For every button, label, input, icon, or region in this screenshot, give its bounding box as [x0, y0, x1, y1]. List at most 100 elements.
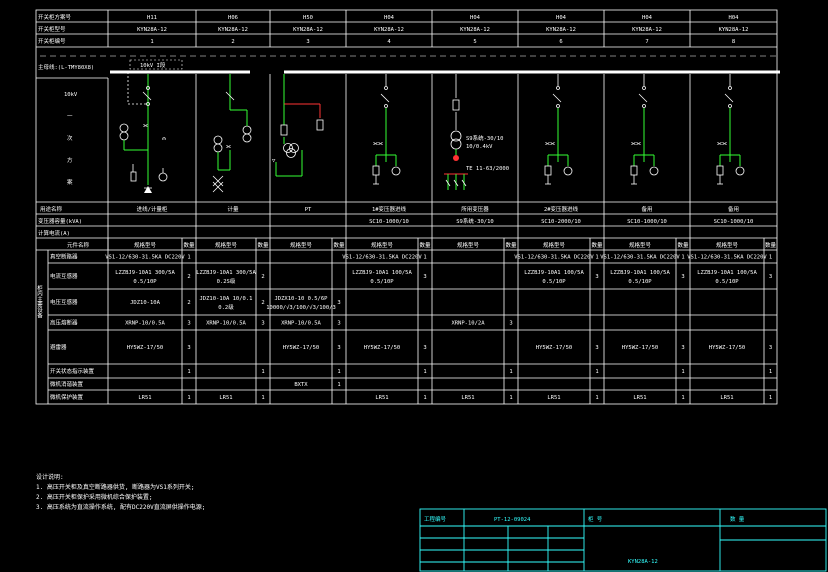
equip-spec-sub: 0.5/10P — [628, 279, 652, 285]
equip-spec-sub: 0.5/10P — [370, 279, 394, 285]
equip-qty: 1 — [769, 255, 772, 261]
equipment-row: 微机消谐装置 BXTX 1 — [50, 380, 341, 388]
equip-header-qty: 数量 — [591, 241, 603, 249]
equip-qty: 1 — [681, 395, 684, 401]
equip-qty: 3 — [187, 321, 190, 327]
equip-header-spec: 规格型号 — [457, 241, 480, 249]
equip-header-qty: 数量 — [419, 241, 431, 249]
equip-qty: 3 — [681, 345, 684, 351]
svg-text:⫘⫘: ⫘⫘ — [717, 141, 727, 147]
cabinet-no: 3 — [306, 39, 309, 45]
equip-qty: 1 — [337, 369, 340, 375]
cabinet-no: 2 — [231, 39, 234, 45]
equip-qty: 1 — [337, 382, 340, 388]
equip-spec: VS1-12/630-31.5KA DC220V — [342, 255, 422, 261]
cabinet-scheme-no: H50 — [303, 15, 313, 21]
equip-header-qty: 数量 — [505, 241, 517, 249]
equip-spec: LZZBJ9-10A1 300/5A — [115, 270, 175, 276]
equip-spec: VS1-12/630-31.5KA DC220V — [687, 255, 767, 261]
usage-value: 1#变压器进线 — [372, 205, 407, 213]
cabinet-scheme-no: H11 — [147, 15, 157, 21]
quantity-label: 数 量 — [730, 515, 745, 523]
cabinet-model-no: KYN28A-12 — [460, 27, 490, 33]
equip-qty: 2 — [187, 274, 190, 280]
equip-spec: XRNP-10/0.5A — [281, 321, 321, 327]
equip-qty: 1 — [681, 369, 684, 375]
equip-qty: 3 — [261, 321, 264, 327]
cabinet-no: 1 — [150, 39, 153, 45]
equip-qty: 1 — [595, 369, 598, 375]
equip-header-spec: 规格型号 — [629, 241, 652, 249]
equip-qty: 1 — [423, 255, 426, 261]
equip-qty: 1 — [681, 255, 684, 261]
equip-qty: 3 — [423, 274, 426, 280]
equip-spec: JDZX10-10 0.5/6P — [275, 296, 329, 302]
transformer-label-1: S9系统-30/10 — [466, 134, 504, 142]
equip-spec-sub: 0.2S级 — [217, 277, 236, 285]
equip-spec: BXTX — [294, 382, 308, 388]
equip-header-qty: 数量 — [765, 241, 777, 249]
equip-row-name: 微机消谐装置 — [50, 380, 84, 388]
main-bus: 主母线:(L-TMY80X8) 10kV I段 — [38, 55, 780, 74]
equip-qty: 1 — [509, 369, 512, 375]
equip-spec-sub: 0.2级 — [218, 303, 234, 311]
equip-qty: 3 — [681, 274, 684, 280]
primary-scheme-label: 10kV 一 次 方 案 — [64, 92, 78, 186]
equip-spec: LR51 — [547, 395, 560, 401]
notes-title: 设计说明: — [36, 474, 64, 481]
cabinet-2-schematic: ⫘ — [212, 74, 252, 193]
svg-text:⫘⫘: ⫘⫘ — [545, 141, 555, 147]
cabinet-model-no: KYN28A-12 — [546, 27, 576, 33]
scheme-label-voltage: 10kV — [64, 92, 78, 98]
equip-qty: 1 — [595, 395, 598, 401]
equip-spec: HY5WZ-17/50 — [127, 345, 163, 351]
header-row1-label: 开关柜方案号 — [38, 13, 72, 21]
equip-spec: HY5WZ-17/50 — [536, 345, 572, 351]
equip-header-name: 元件名称 — [67, 241, 90, 249]
equip-spec: JDZ10-10A 10/0.1 — [200, 296, 253, 302]
cabinet-no: 6 — [559, 39, 562, 45]
feeder-schematic: ⫘⫘ — [544, 74, 573, 185]
equip-qty: 3 — [509, 321, 512, 327]
cabinet-model-no: KYN28A-12 — [137, 27, 167, 33]
usage-value: 所用变压器 — [461, 205, 489, 213]
feeder-schematic: ⫘⫘ — [716, 74, 745, 185]
equip-spec: VS1-12/630-31.5KA DC220V — [600, 255, 680, 261]
capacity-value: SC10-1000/10 — [627, 219, 667, 225]
transformer-label-2: 10/0.4kV — [466, 144, 493, 150]
equip-qty: 3 — [337, 300, 340, 306]
svg-text:⫘⫘: ⫘⫘ — [373, 141, 383, 147]
equip-qty: 1 — [769, 369, 772, 375]
equip-row-name: 高压熔断器 — [50, 319, 78, 327]
equip-qty: 1 — [423, 369, 426, 375]
equip-spec: HY5WZ-17/50 — [283, 345, 319, 351]
bus-label: 主母线:(L-TMY80X8) — [38, 63, 94, 71]
cabinet-no: 8 — [732, 39, 735, 45]
equip-spec: LZZBJ9-10A1 100/5A — [697, 270, 757, 276]
usage-row-label: 用途名称 — [40, 205, 63, 213]
equip-spec-sub: 10000/√3/100/√3/100/3 — [266, 304, 336, 311]
bus-tag: 10kV I段 — [140, 61, 166, 69]
equipment-side-label: 柜内主要设备 — [36, 284, 43, 320]
equip-qty: 3 — [337, 345, 340, 351]
usage-value: 备用 — [641, 205, 652, 213]
header-row2-label: 开关柜型号 — [38, 25, 66, 33]
equip-spec: LZZBJ9-10A1 300/5A — [196, 270, 256, 276]
svg-text:⫘⫘: ⫘⫘ — [631, 141, 641, 147]
cabinet-scheme-no: H04 — [556, 15, 567, 21]
equip-spec: VS1-12/630-31.5KA DC220V — [514, 255, 594, 261]
transformer-label-3: TE 11-63/2000 — [466, 166, 509, 172]
cabinet-model-no: KYN28A-12 — [293, 27, 323, 33]
equip-header-qty: 数量 — [677, 241, 689, 249]
equip-spec: LZZBJ9-10A1 100/5A — [352, 270, 412, 276]
cabinet-no: 4 — [387, 39, 391, 45]
header-row3-label: 开关柜编号 — [38, 37, 66, 45]
project-no: PT-12-09024 — [494, 517, 531, 523]
scheme-label-char-1: 一 — [67, 114, 73, 120]
equip-spec: XRNP-10/0.5A — [125, 321, 165, 327]
equip-row-name: 避雷器 — [50, 343, 67, 351]
equip-qty: 3 — [187, 345, 190, 351]
equip-qty: 2 — [261, 274, 264, 280]
